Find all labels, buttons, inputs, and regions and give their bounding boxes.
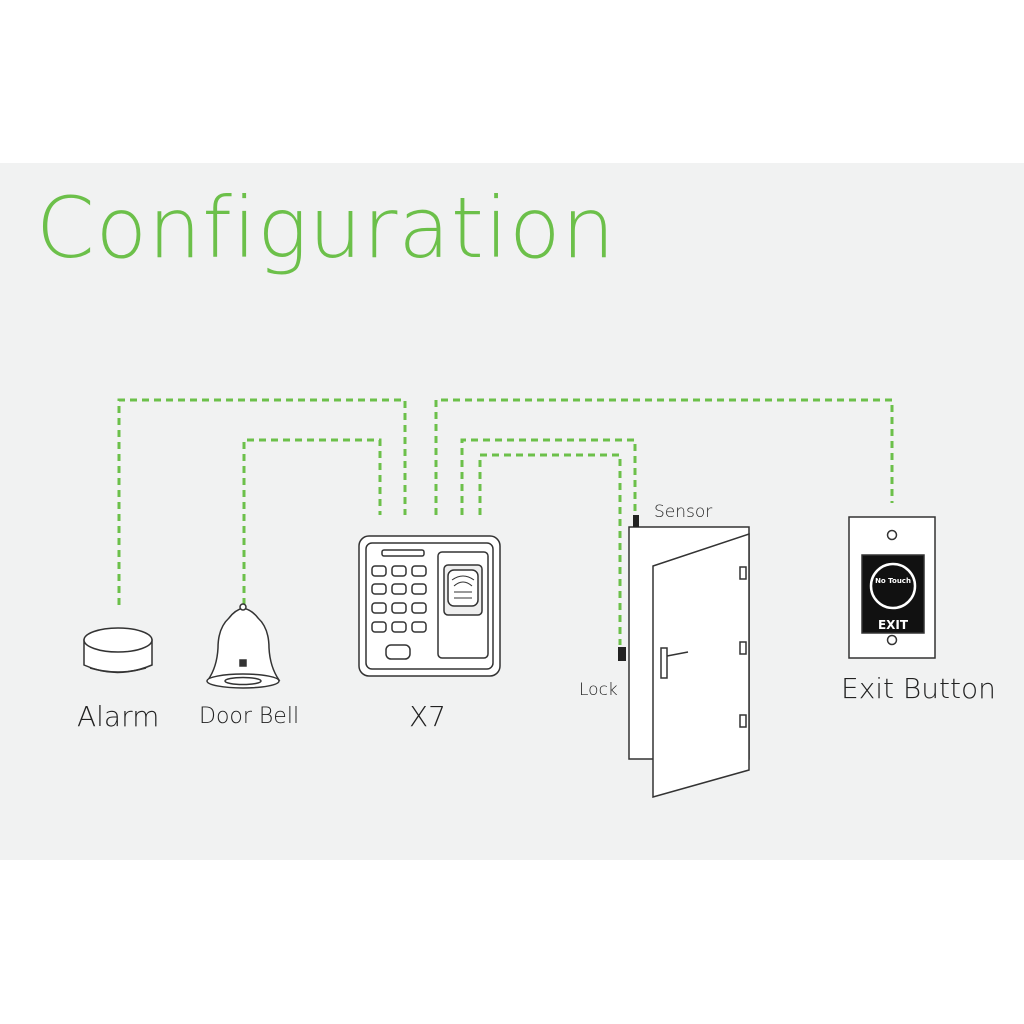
- door-illustration: [628, 526, 750, 798]
- alarm-label: Alarm: [77, 700, 160, 733]
- sensor-label: Sensor: [654, 502, 713, 522]
- x7-device-illustration: [358, 535, 501, 677]
- sensor-illustration: [633, 515, 639, 527]
- exit-button-label: Exit Button: [841, 672, 996, 705]
- door-bell-icon: [206, 603, 281, 689]
- alarm-icon: [83, 627, 153, 674]
- exit-button-touch-text: No Touch: [875, 577, 911, 585]
- wire-exit-button: [434, 398, 894, 515]
- diagram-panel: [0, 163, 1024, 860]
- device-label: X7: [409, 700, 446, 733]
- exit-button-illustration: [848, 516, 936, 659]
- page-title: Configuration: [36, 179, 616, 277]
- lock-illustration: [618, 647, 626, 661]
- wire-door-bell: [242, 438, 382, 605]
- wire-sensor: [460, 438, 637, 515]
- exit-button-exit-text: EXIT: [877, 618, 909, 632]
- door-bell-label: Door Bell: [199, 704, 300, 729]
- lock-label: Lock: [579, 680, 618, 700]
- wire-alarm: [117, 398, 407, 605]
- wire-lock: [478, 453, 622, 645]
